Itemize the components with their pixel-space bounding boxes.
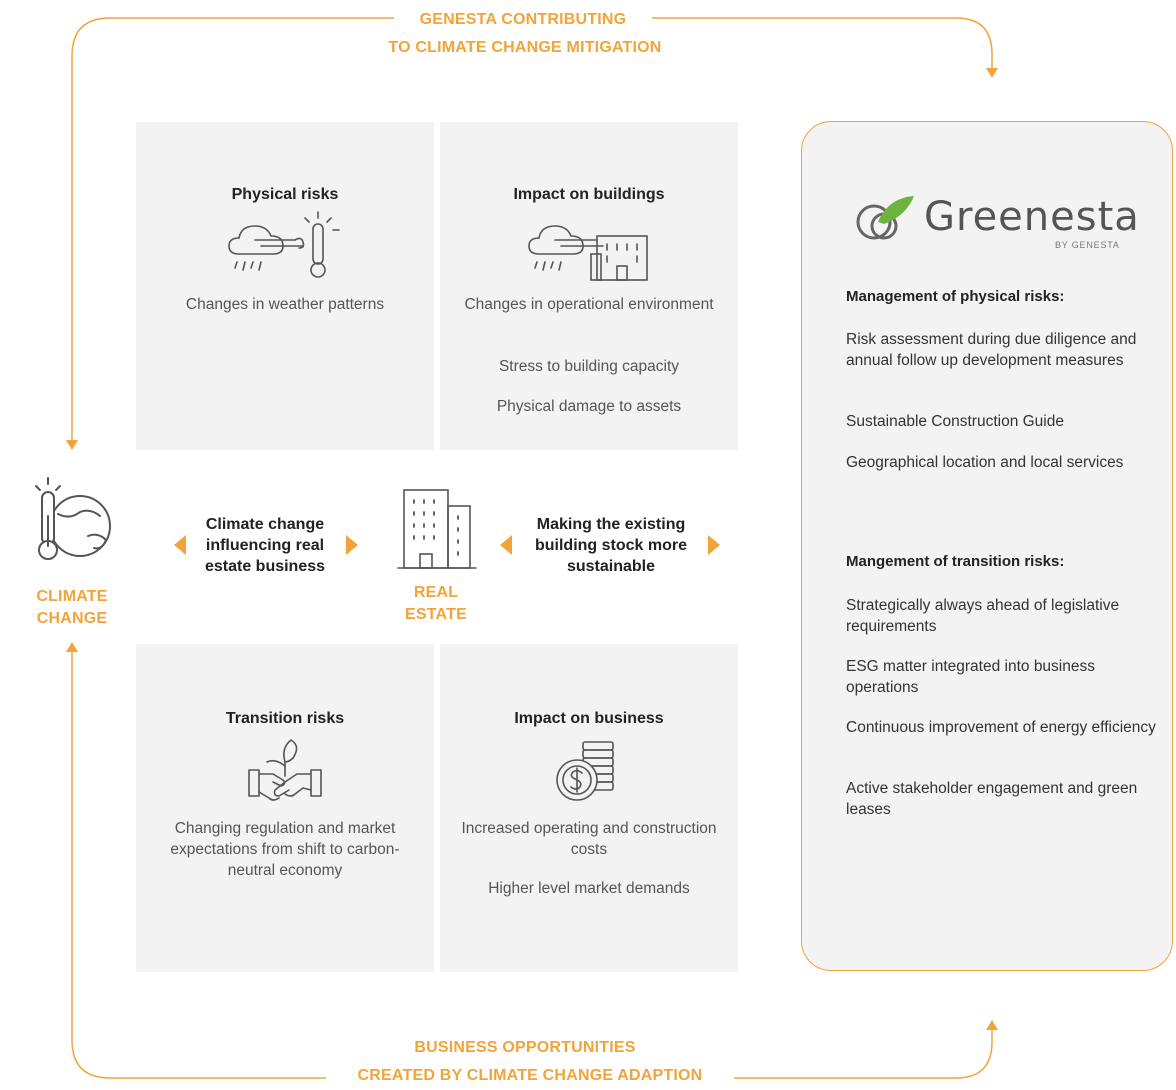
left-arrow-label: Climate change influencing real estate b… [192,514,338,577]
impact-buildings-text2: Stress to building capacity [498,358,680,375]
impact-business-title: Impact on business [514,710,664,727]
physical-item: Sustainable Construction Guide [846,413,1064,430]
storm-building-icon [528,225,648,281]
transition-item: Strategically always ahead of legislativ… [846,597,1120,635]
real-estate-label-line1: REAL [413,584,459,601]
coins-dollar-icon [556,741,614,801]
transition-risks-text: Changing regulation and market expectati… [170,820,400,879]
left-arrow-left-triangle [174,535,186,555]
left-arrow-label-line3: estate business [204,558,326,575]
left-arrow-label-line1: Climate change [205,516,325,533]
handshake-icon [248,739,322,801]
transition-risks-title: Transition risks [225,710,345,727]
transition-item: Continuous improvement of energy efficie… [846,719,1156,736]
quadrant-impact-buildings: Impact on buildings Changes in operation… [440,122,738,450]
right-arrow-right-triangle [708,535,720,555]
right-arrow-label-line1: Making the existing [536,516,686,533]
right-arrow-label-line2: building stock more [534,537,687,554]
top-title-line2: TO CLIMATE CHANGE MITIGATION [388,39,662,56]
impact-buildings-title: Impact on buildings [513,186,665,203]
impact-buildings-text1: Changes in operational environment [464,296,714,313]
impact-business-text1: Increased operating and construction cos… [461,820,717,858]
physical-risks-text: Changes in weather patterns [185,296,385,313]
climate-change-label-line1: CLIMATE [36,588,108,605]
greenesta-panel: Greenesta BY GENESTA Management of physi… [801,121,1173,971]
impact-buildings-text3: Physical damage to assets [496,398,682,415]
climate-change-icon [35,477,111,560]
left-arrow-right-triangle [346,535,358,555]
greenesta-logo-text: Greenesta [924,194,1140,240]
right-arrow-label: Making the existing building stock more … [518,514,704,577]
greenesta-logo-icon [856,196,914,240]
bottom-title-line1: BUSINESS OPPORTUNITIES [414,1039,636,1056]
physical-risks-management-heading: Management of physical risks: [846,288,1065,305]
transition-item: Active stakeholder engagement and green … [846,780,1138,818]
left-arrow-label-line2: influencing real [205,537,325,554]
impact-business-text2: Higher level market demands [488,880,690,897]
weather-icon [228,211,340,278]
top-title-line1: GENESTA CONTRIBUTING [419,11,627,28]
transition-risks-management-heading: Mangement of transition risks: [846,553,1065,570]
quadrant-impact-business: Impact on business Increased operating a… [440,644,738,972]
bottom-title-line2: CREATED BY CLIMATE CHANGE ADAPTION [357,1067,703,1084]
transition-item: ESG matter integrated into business oper… [846,658,1095,696]
right-arrow-left-triangle [500,535,512,555]
climate-change-label-line2: CHANGE [36,610,108,627]
quadrant-physical-risks: Physical risks Changes in weather patter… [136,122,434,450]
right-arrow-label-line3: sustainable [566,558,656,575]
greenesta-logo-subtitle: BY GENESTA [1055,240,1120,250]
physical-item: Geographical location and local services [846,454,1124,471]
physical-risks-title: Physical risks [231,186,339,203]
real-estate-label-line2: ESTATE [405,606,467,623]
physical-item: Risk assessment during due diligence and… [846,331,1137,369]
building-icon [397,489,477,569]
quadrant-transition-risks: Transition risks Changing regulation and… [136,644,434,972]
